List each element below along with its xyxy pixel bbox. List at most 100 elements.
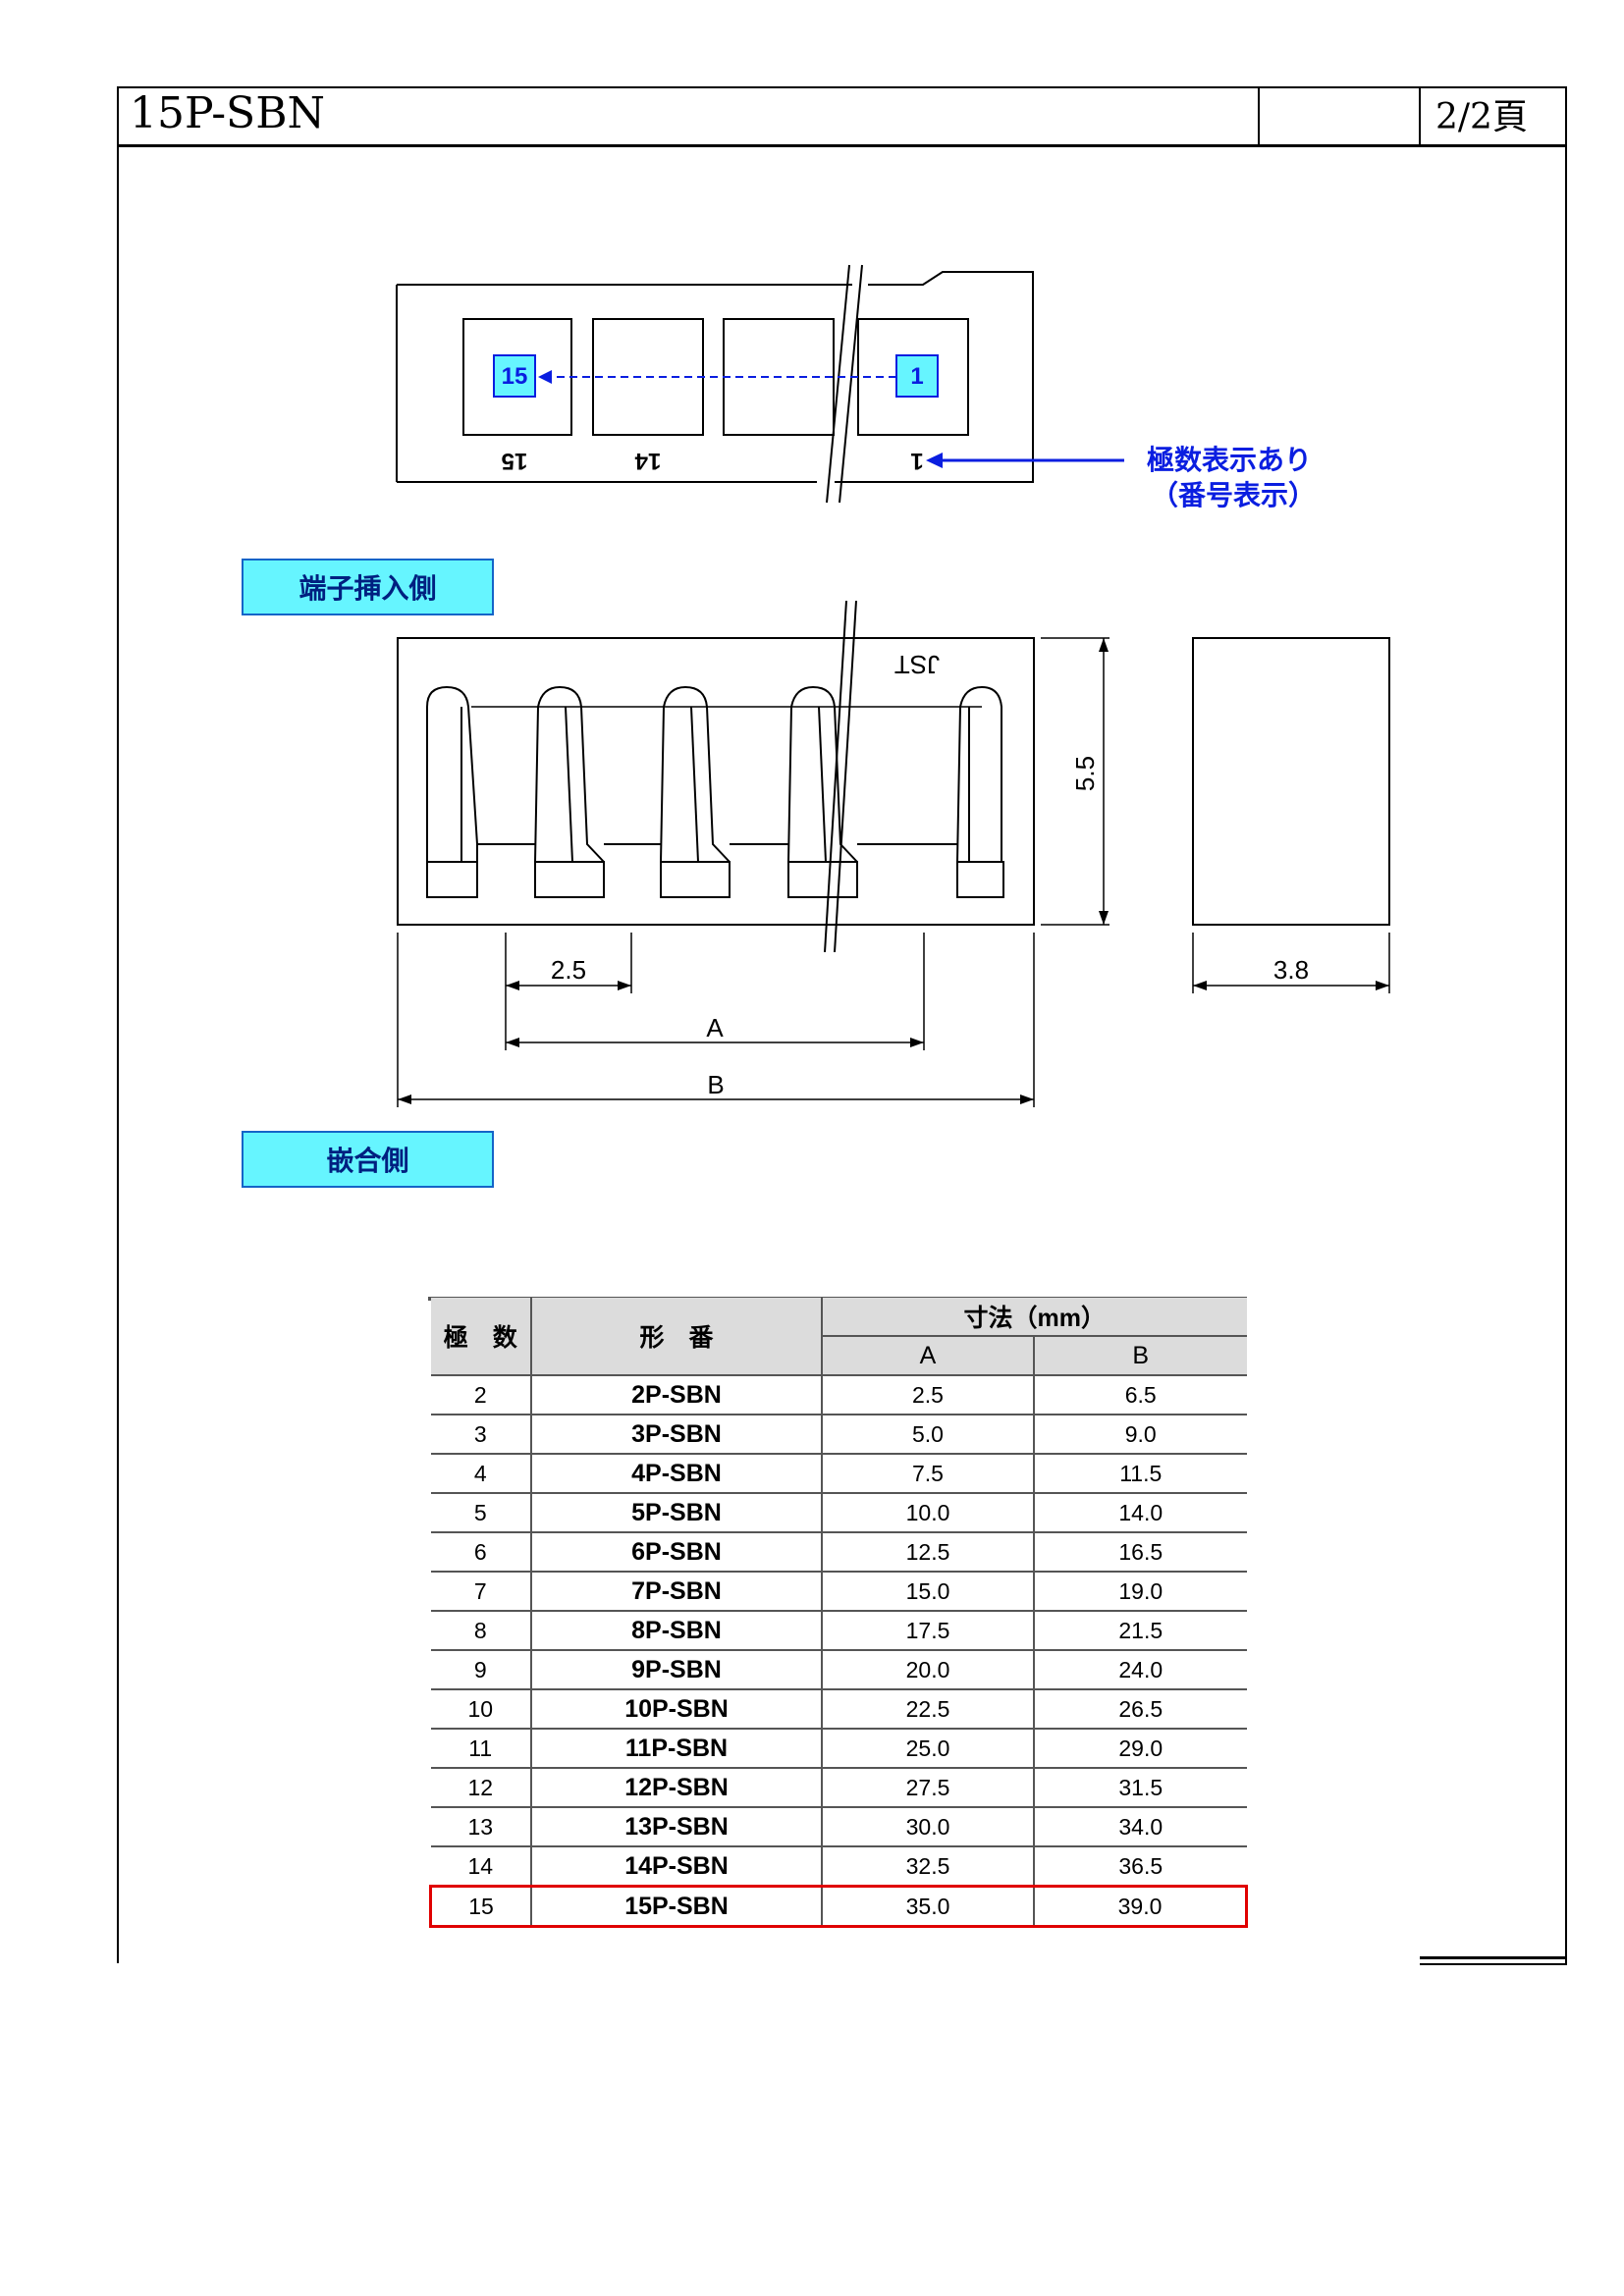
dim-depth: 3.8	[1273, 955, 1309, 985]
pin-box-15-label: 15	[502, 363, 528, 390]
cell-poles: 5	[430, 1493, 532, 1533]
jst-logo: JST	[894, 650, 940, 679]
cell-dim-a: 27.5	[822, 1768, 1035, 1808]
cell-dim-b: 34.0	[1034, 1807, 1247, 1847]
dim-a: A	[706, 1013, 724, 1042]
cell-dim-b: 19.0	[1034, 1572, 1247, 1612]
cell-dim-b: 9.0	[1034, 1415, 1247, 1455]
frame-left-border	[117, 86, 119, 1963]
header-divider	[1258, 86, 1260, 147]
cell-dim-b: 36.5	[1034, 1846, 1247, 1888]
table-header-row: 極 数 形 番 寸法（mm）	[430, 1298, 1247, 1376]
cell-dim-b: 16.5	[1034, 1532, 1247, 1573]
side-view	[1192, 637, 1390, 926]
table-subheader-row: A B	[431, 1336, 1247, 1376]
cell-model: 3P-SBN	[531, 1415, 823, 1455]
cell-model: 9P-SBN	[531, 1650, 823, 1690]
cell-dim-b: 26.5	[1034, 1689, 1247, 1730]
dim-b: B	[707, 1070, 724, 1099]
cell-model: 8P-SBN	[531, 1611, 823, 1651]
pin-box-1-label: 1	[910, 363, 923, 390]
cell-dim-a: 17.5	[822, 1611, 1035, 1651]
cell-model: 4P-SBN	[531, 1454, 823, 1494]
header-poles: 極 数	[430, 1298, 532, 1376]
header-a: A	[822, 1336, 1035, 1376]
cell-dim-b: 39.0	[1034, 1885, 1248, 1928]
cell-dim-b: 11.5	[1034, 1454, 1247, 1494]
cell-dim-b: 14.0	[1034, 1493, 1247, 1533]
cell-dim-a: 2.5	[822, 1375, 1035, 1415]
cell-dim-b: 6.5	[1034, 1375, 1247, 1415]
cell-model: 13P-SBN	[531, 1807, 823, 1847]
mark-1: 1	[910, 448, 923, 474]
cell-poles: 2	[430, 1375, 532, 1415]
cell-dim-a: 30.0	[822, 1807, 1035, 1847]
cell-poles: 4	[430, 1454, 532, 1494]
header-divider	[1419, 86, 1421, 147]
terminal-slots	[426, 685, 1004, 898]
cell-poles: 10	[430, 1689, 532, 1730]
dim-height: 5.5	[1070, 756, 1100, 791]
cell-dim-a: 32.5	[822, 1846, 1035, 1888]
annotation-note-line2: （番号表示）	[1151, 479, 1316, 511]
cell-dim-a: 12.5	[822, 1532, 1035, 1573]
cell-poles: 8	[430, 1611, 532, 1651]
frame-bottom-rule-2	[1420, 1963, 1567, 1965]
cell-dim-b: 21.5	[1034, 1611, 1247, 1651]
frame-right-border	[1565, 86, 1567, 1963]
cell-dim-a: 7.5	[822, 1454, 1035, 1494]
cell-poles: 7	[430, 1572, 532, 1612]
cell-poles: 12	[430, 1768, 532, 1808]
mark-15: 15	[502, 448, 528, 474]
cell-model: 6P-SBN	[531, 1532, 823, 1573]
document-title: 15P-SBN	[130, 88, 326, 138]
page-number: 2/2頁	[1435, 97, 1528, 137]
header-dims: 寸法（mm）	[822, 1298, 1247, 1337]
top-view-drawing: 15 1 15 14 1 極数表示あり （番号表示）	[396, 264, 1316, 511]
cell-dim-a: 5.0	[822, 1415, 1035, 1455]
cell-model: 5P-SBN	[531, 1493, 823, 1533]
cell-model: 12P-SBN	[531, 1768, 823, 1808]
cell-dim-b: 29.0	[1034, 1729, 1247, 1769]
cell-poles: 9	[430, 1650, 532, 1690]
cell-dim-a: 15.0	[822, 1572, 1035, 1612]
cell-poles: 11	[430, 1729, 532, 1769]
cell-dim-b: 31.5	[1034, 1768, 1247, 1808]
cell-poles: 15	[429, 1885, 532, 1928]
caption-terminal-side: 端子挿入側	[242, 559, 494, 615]
cell-dim-b: 24.0	[1034, 1650, 1247, 1690]
cell-model: 10P-SBN	[531, 1689, 823, 1730]
housing-front	[397, 637, 1035, 926]
cell-dim-a: 10.0	[822, 1493, 1035, 1533]
frame-bottom-rule	[1420, 1956, 1567, 1959]
cell-dim-a: 20.0	[822, 1650, 1035, 1690]
cell-model: 15P-SBN	[531, 1885, 823, 1928]
cell-poles: 6	[430, 1532, 532, 1573]
housing-outline	[397, 271, 1034, 483]
front-view-drawing: JST	[397, 600, 1390, 1107]
cell-dim-a: 22.5	[822, 1689, 1035, 1730]
cell-dim-a: 35.0	[822, 1885, 1035, 1928]
cell-model: 2P-SBN	[531, 1375, 823, 1415]
annotation-arrow-head	[926, 453, 943, 468]
mark-14: 14	[634, 448, 661, 474]
header-model: 形 番	[531, 1298, 823, 1376]
cell-model: 7P-SBN	[531, 1572, 823, 1612]
pin-box-15	[493, 354, 536, 398]
annotation-note-line1: 極数表示あり	[1147, 444, 1312, 476]
cell-poles: 14	[430, 1846, 532, 1888]
